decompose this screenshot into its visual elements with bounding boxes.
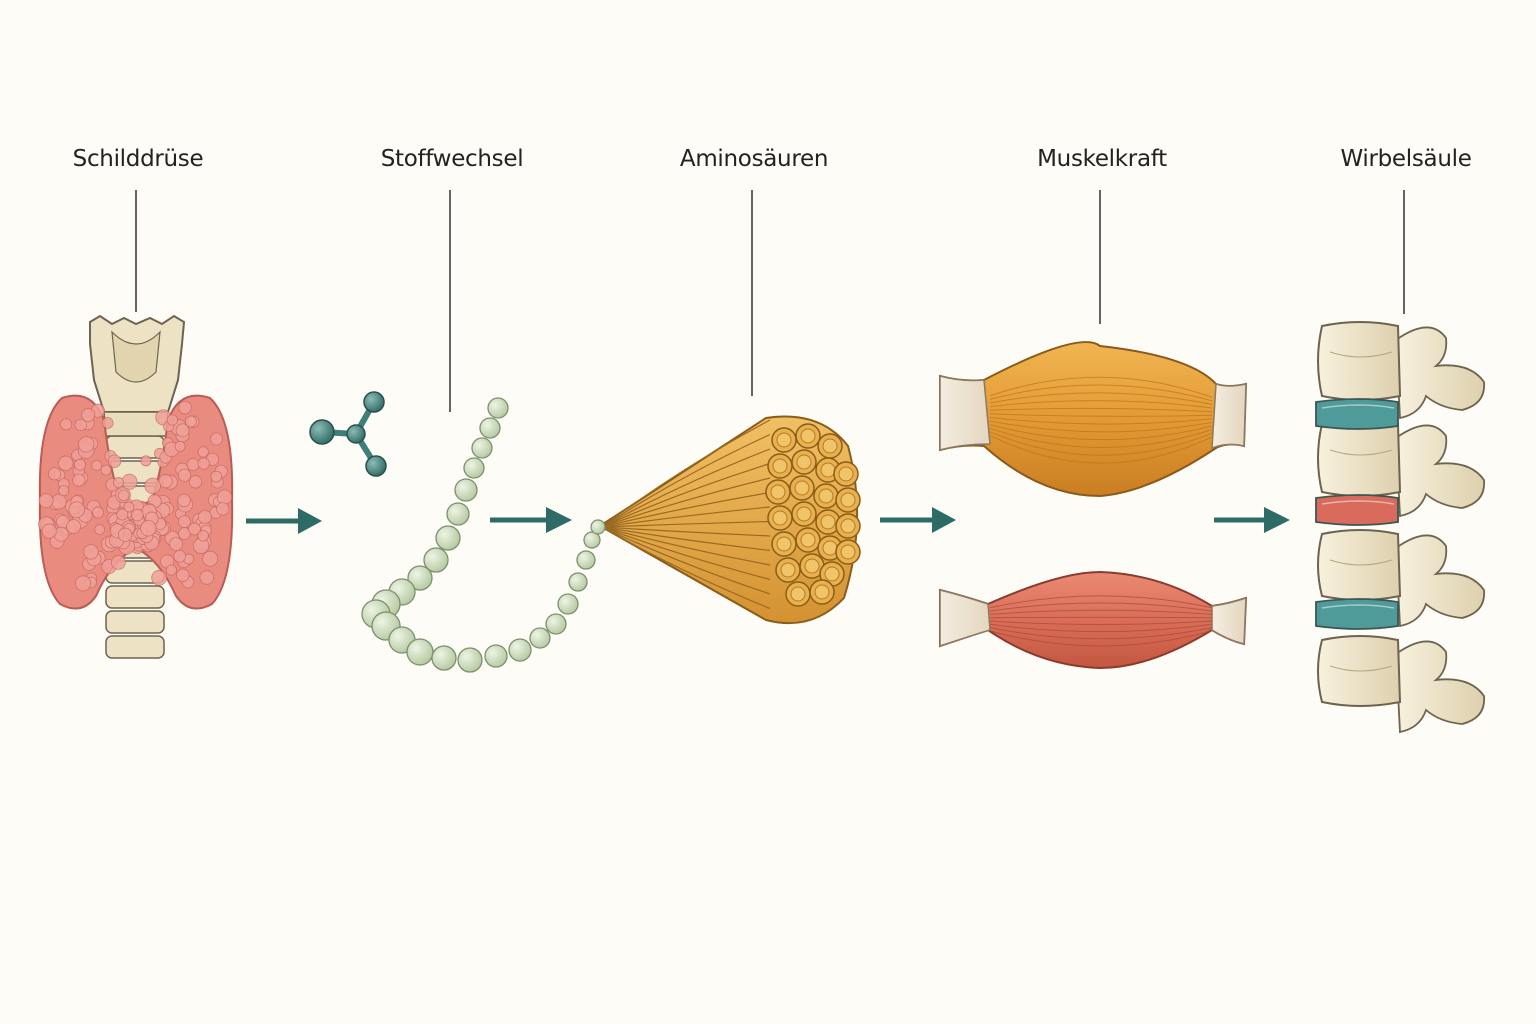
muscle-weak-icon — [939, 570, 1248, 670]
spine-segment-icon — [1315, 321, 1485, 734]
flow-arrows — [246, 507, 1290, 534]
muscle-pair-icon — [939, 341, 1248, 670]
muscle-fiber-bundle-icon — [590, 415, 861, 625]
molecule-chain-icon — [309, 391, 601, 673]
muscle-strong-icon — [939, 341, 1248, 498]
label-aminosaeuren: Aminosäuren — [679, 146, 829, 172]
arrow-right-icon — [246, 508, 322, 534]
label-stoffwechsel: Stoffwechsel — [380, 146, 524, 172]
arrow-right-icon — [490, 507, 572, 533]
label-muskelkraft: Muskelkraft — [1037, 146, 1167, 172]
thyroid-gland-icon — [38, 314, 234, 659]
leader-lines — [135, 190, 1405, 412]
label-wirbelsaeule: Wirbelsäule — [1340, 146, 1472, 172]
arrow-right-icon — [1214, 507, 1290, 533]
label-schilddruese: Schilddrüse — [72, 146, 204, 172]
arrow-right-icon — [880, 507, 956, 533]
